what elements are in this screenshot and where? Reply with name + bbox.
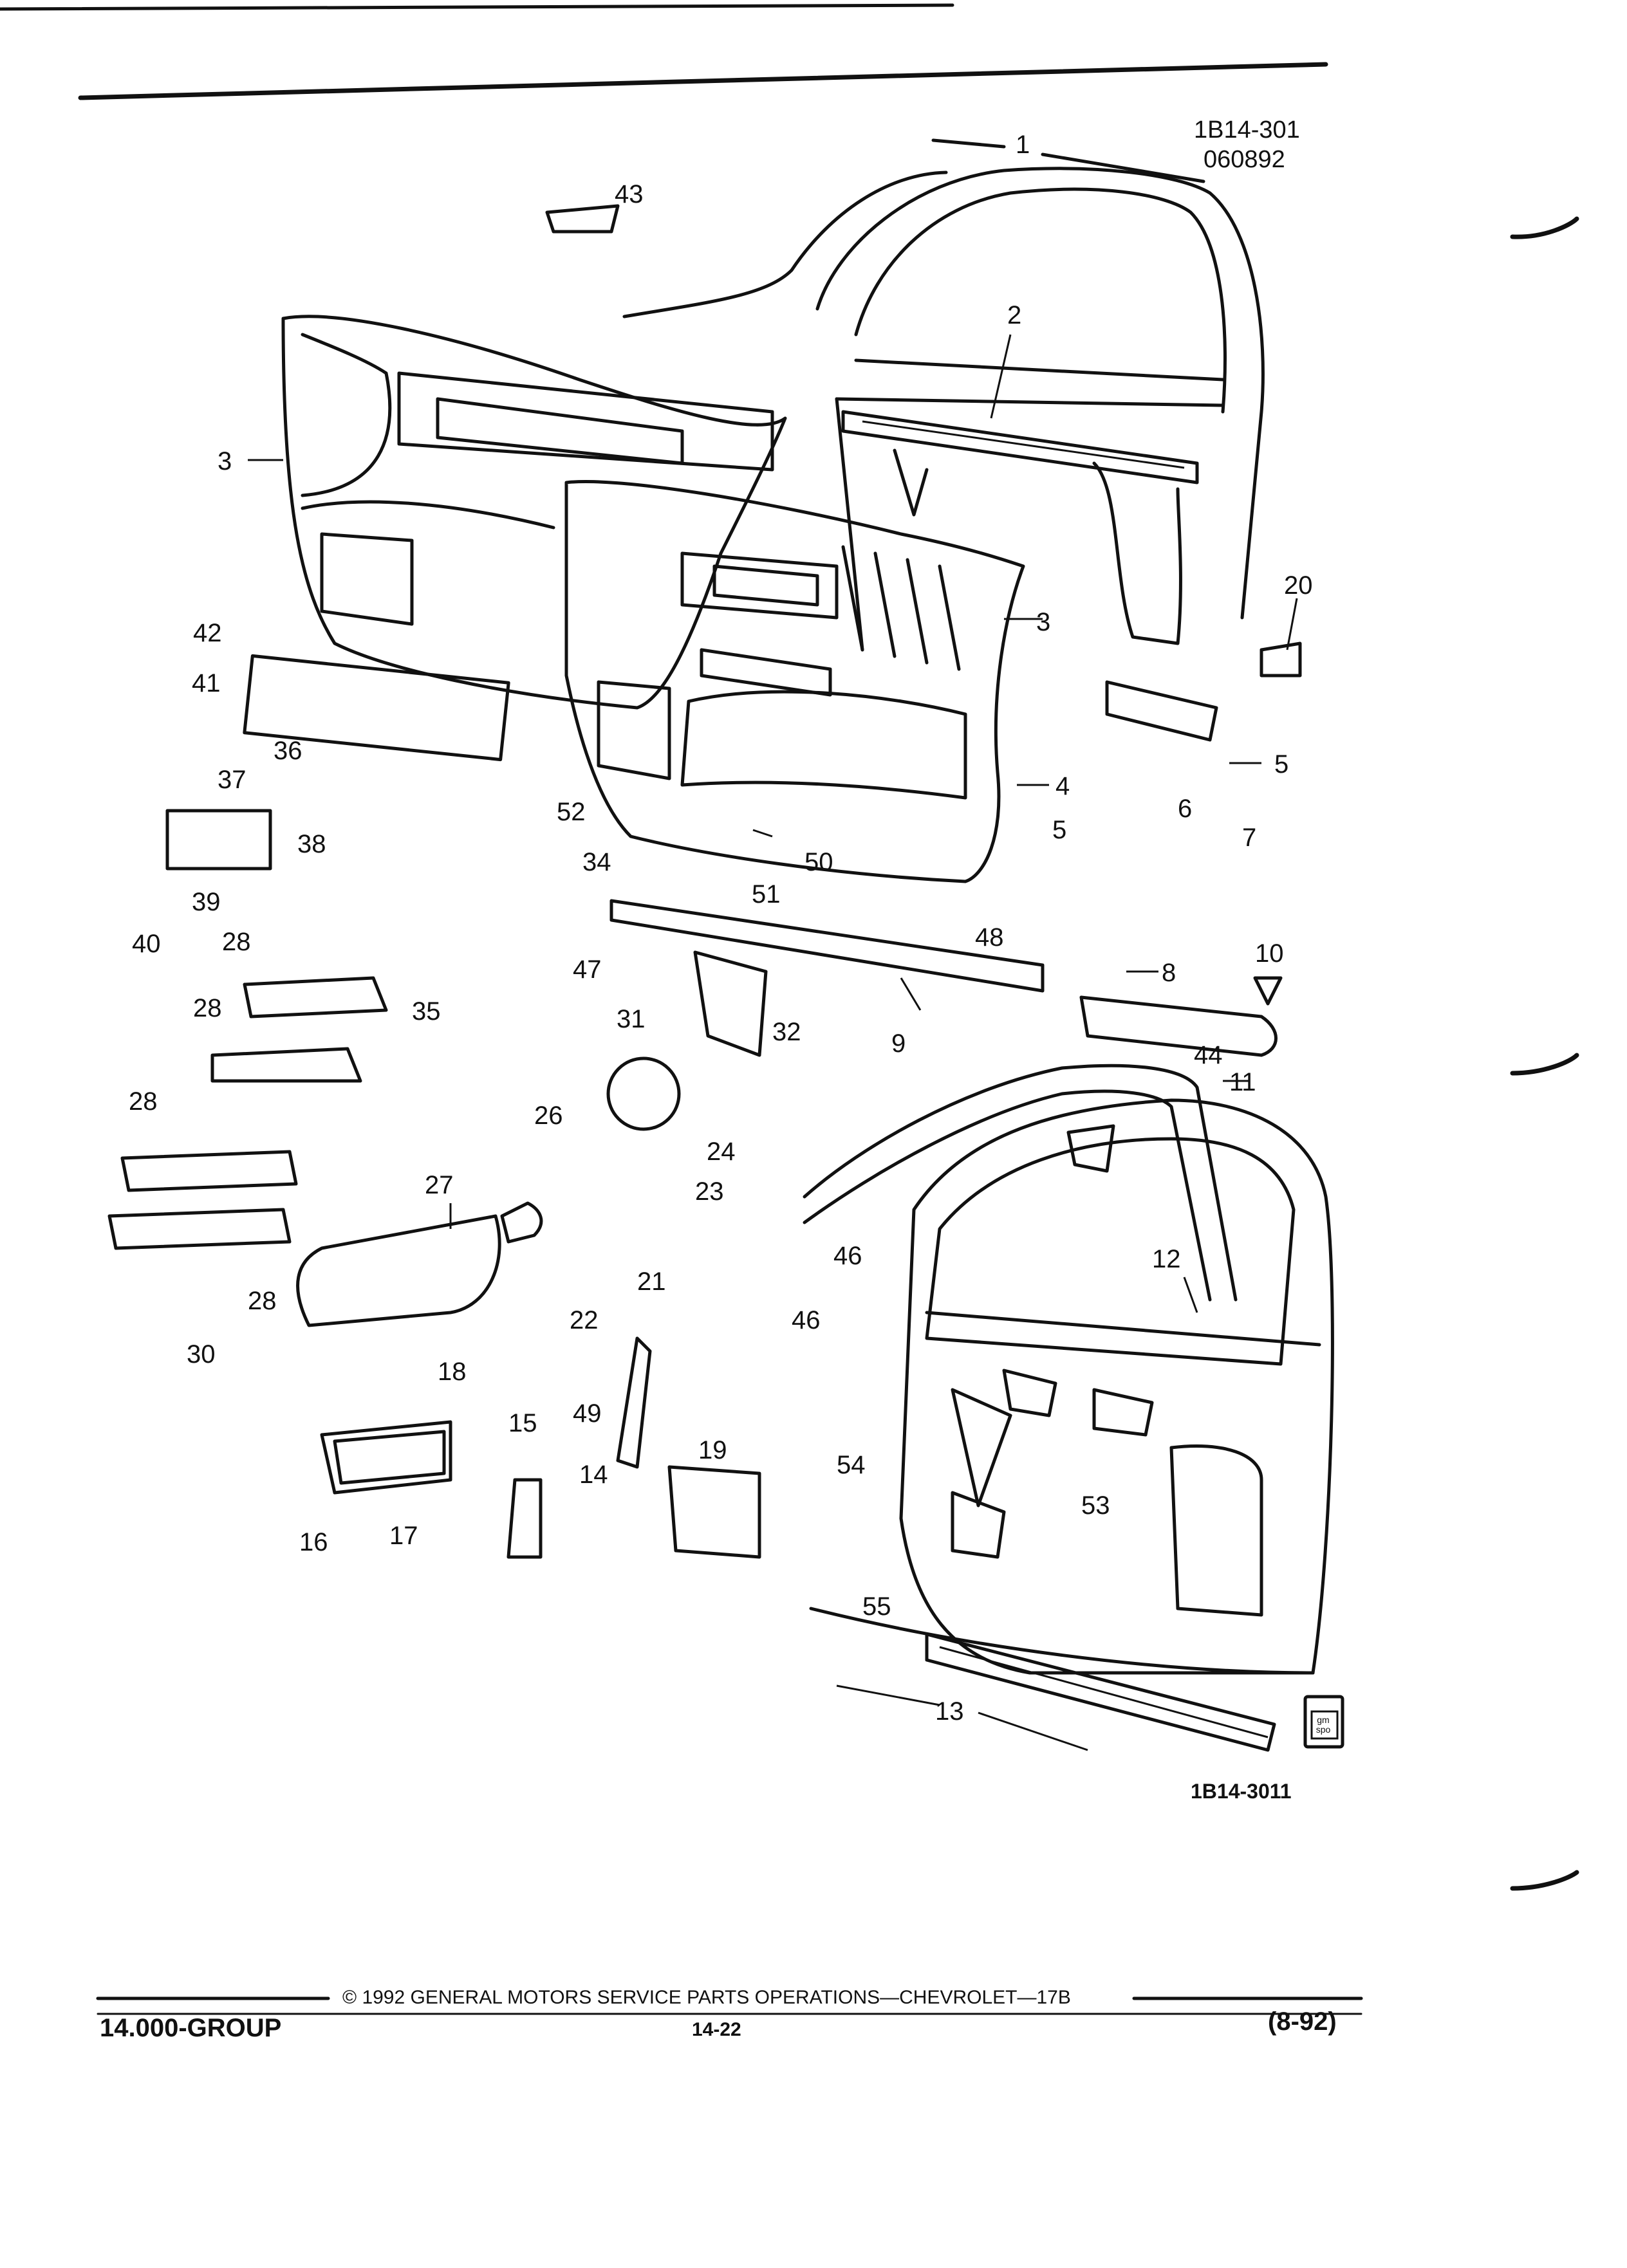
callout-11: 11 xyxy=(1229,1068,1256,1096)
footer-rules xyxy=(96,1996,1363,2015)
callout-50: 50 xyxy=(804,848,833,876)
window-channel-strip xyxy=(841,410,1199,484)
door-trim-panel-front xyxy=(564,480,1025,883)
reference-date: 060892 xyxy=(1204,146,1285,173)
callout-23: 23 xyxy=(695,1177,724,1206)
callout-28: 28 xyxy=(248,1287,277,1315)
callout-5: 5 xyxy=(1052,816,1067,844)
callout-32: 32 xyxy=(772,1018,801,1046)
door-sill-plate xyxy=(925,1632,1276,1752)
callout-19: 19 xyxy=(698,1436,727,1464)
callout-43: 43 xyxy=(615,180,644,208)
callout-17: 17 xyxy=(389,1522,418,1550)
callout-51: 51 xyxy=(752,880,781,908)
callout-49: 49 xyxy=(573,1399,602,1428)
callout-30: 30 xyxy=(187,1340,216,1369)
callout-28: 28 xyxy=(193,994,222,1022)
callout-3: 3 xyxy=(218,447,232,475)
door-outer-frame xyxy=(809,1098,1334,1675)
callout-2: 2 xyxy=(1007,301,1022,329)
page-number: 14-22 xyxy=(692,2019,741,2040)
callout-13: 13 xyxy=(935,1697,964,1726)
callout-16: 16 xyxy=(299,1528,328,1556)
callout-39: 39 xyxy=(192,888,221,916)
callout-10: 10 xyxy=(1255,939,1284,968)
callout-40: 40 xyxy=(132,930,161,958)
callout-53: 53 xyxy=(1081,1491,1110,1520)
callout-31: 31 xyxy=(617,1005,646,1033)
callout-48: 48 xyxy=(975,923,1004,952)
callout-52: 52 xyxy=(557,798,586,826)
callout-3: 3 xyxy=(1036,608,1051,636)
callout-22: 22 xyxy=(570,1306,599,1334)
callout-42: 42 xyxy=(193,619,222,647)
callout-47: 47 xyxy=(573,955,602,984)
figure-id: 1B14-3011 xyxy=(1191,1780,1292,1803)
callout-4: 4 xyxy=(1055,772,1070,800)
callout-46: 46 xyxy=(792,1306,821,1334)
callout-24: 24 xyxy=(707,1138,736,1166)
callout-20: 20 xyxy=(1284,571,1313,600)
callout-21: 21 xyxy=(637,1268,666,1296)
binder-marks xyxy=(1510,216,1579,1891)
revision-date: (8-92) xyxy=(1268,2007,1337,2036)
callout-15: 15 xyxy=(508,1409,537,1437)
callout-37: 37 xyxy=(218,766,246,794)
callout-26: 26 xyxy=(534,1102,563,1130)
callout-44: 44 xyxy=(1194,1041,1223,1069)
copyright-notice: © 1992 GENERAL MOTORS SERVICE PARTS OPER… xyxy=(342,1987,1071,2008)
callout-38: 38 xyxy=(297,830,326,858)
callout-9: 9 xyxy=(891,1029,906,1058)
page-rules xyxy=(0,3,1328,183)
callout-1: 1 xyxy=(1016,131,1030,159)
door-weatherstrip xyxy=(803,1064,1238,1302)
reference-code: 1B14-301 xyxy=(1194,116,1300,143)
callout-28: 28 xyxy=(222,928,251,956)
callout-46: 46 xyxy=(833,1242,862,1270)
door-trim-panel-rear xyxy=(281,315,787,710)
callout-54: 54 xyxy=(837,1451,866,1479)
callout-34: 34 xyxy=(582,848,611,876)
callout-28: 28 xyxy=(129,1087,158,1116)
callout-8: 8 xyxy=(1162,959,1176,987)
callout-36: 36 xyxy=(274,737,302,765)
gm-spo-logo xyxy=(1303,1695,1344,1749)
rearview-mirror xyxy=(320,1420,452,1495)
callout-41: 41 xyxy=(192,669,221,697)
callout-14: 14 xyxy=(579,1461,608,1489)
callout-6: 6 xyxy=(1178,795,1193,823)
callout-18: 18 xyxy=(438,1358,467,1386)
gm-spo-logo-text: gm spo xyxy=(1316,1715,1331,1735)
group-label: 14.000-GROUP xyxy=(100,2014,282,2042)
misc-small-parts xyxy=(107,204,1302,1559)
sunshade xyxy=(296,1201,543,1327)
callout-leaders xyxy=(248,334,1298,1751)
callout-5: 5 xyxy=(1274,750,1289,779)
callout-7: 7 xyxy=(1242,824,1257,852)
callout-55: 55 xyxy=(862,1592,891,1621)
door-frame-upper xyxy=(622,167,1265,652)
callout-12: 12 xyxy=(1152,1245,1181,1273)
callout-27: 27 xyxy=(425,1171,454,1199)
callout-35: 35 xyxy=(412,997,441,1026)
